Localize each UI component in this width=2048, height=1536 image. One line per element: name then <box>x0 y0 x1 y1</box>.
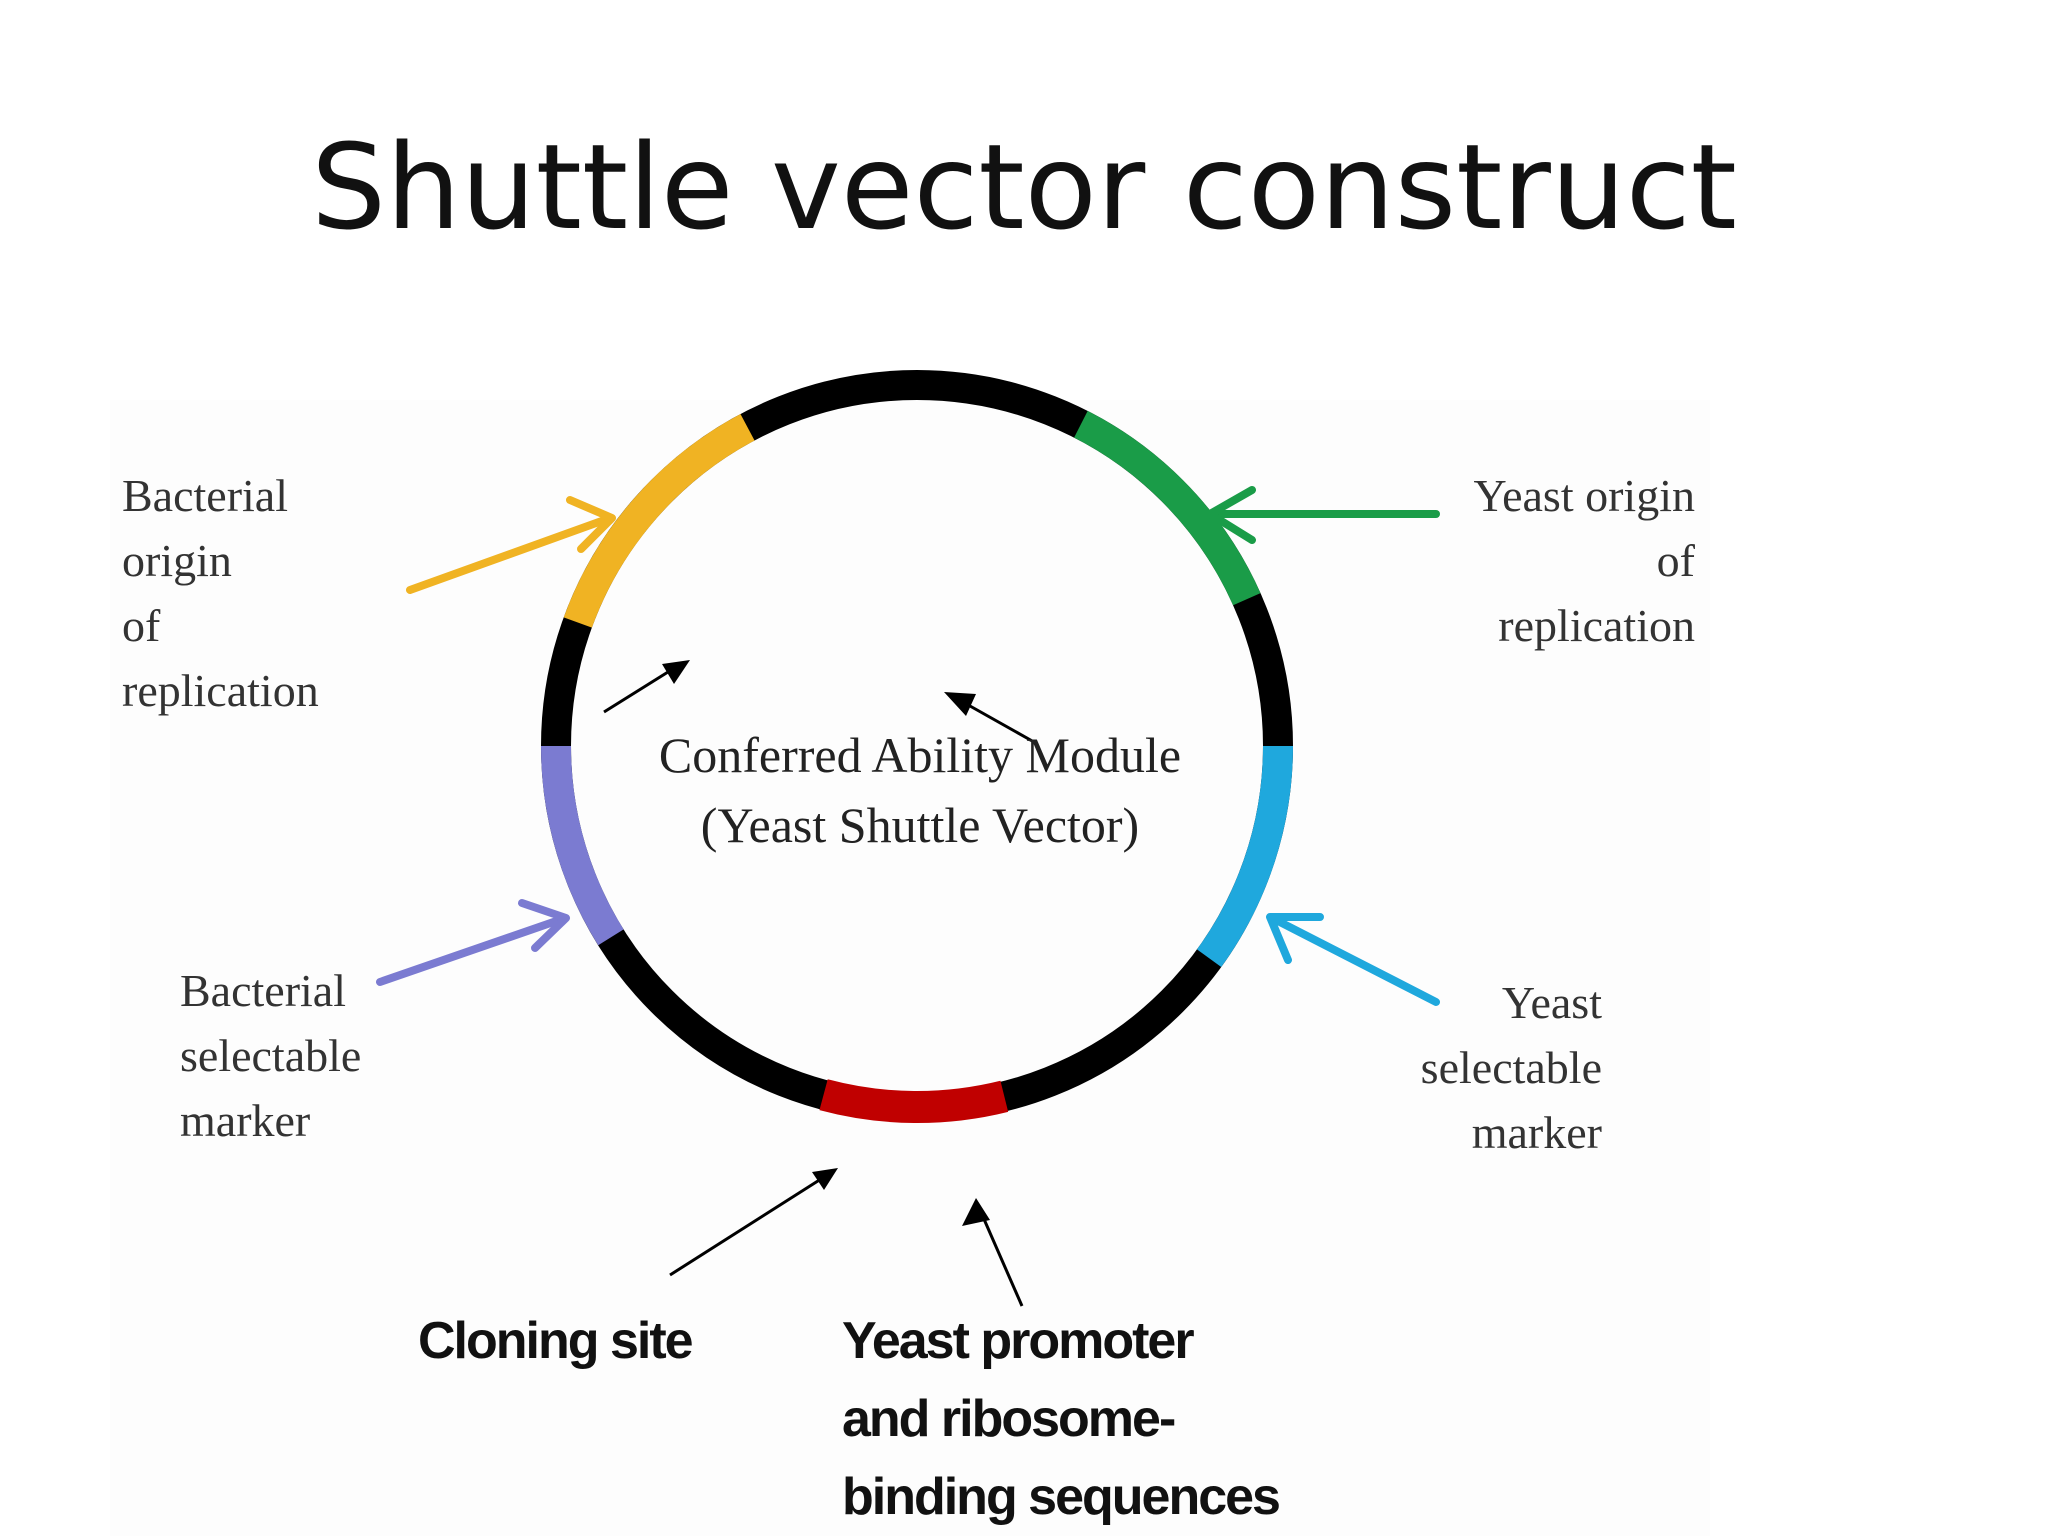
bacterial-origin-arrow <box>406 496 616 594</box>
inner-left-arrowhead <box>662 660 690 684</box>
cloning-site-label: Cloning site <box>418 1312 694 1370</box>
cloning-site-segment <box>819 1079 1009 1123</box>
yeast-marker-arrow <box>1266 913 1440 1006</box>
yeast-origin-segment <box>1074 410 1261 606</box>
cloning-site-arrow <box>669 1170 834 1277</box>
cloning-site-arrowhead <box>812 1168 838 1190</box>
inner-left-arrow <box>603 670 669 714</box>
slide-title: Shuttle vector construct <box>311 118 1737 256</box>
inner-center-arrow <box>969 704 1035 744</box>
center-label-line2: (Yeast Shuttle Vector) <box>700 797 1140 853</box>
yeast-marker-label: Yeast selectable marker <box>1420 977 1602 1158</box>
inner-center-arrowhead <box>944 692 976 716</box>
promoter-arrowhead <box>962 1198 990 1226</box>
yeast-origin-arrow <box>1206 486 1440 544</box>
center-label-line1: Conferred Ability Module <box>658 727 1182 783</box>
yeast-marker-segment <box>1196 745 1293 968</box>
bacterial-origin-segment <box>563 414 755 628</box>
bacterial-marker-label: Bacterial selectable marker <box>180 965 362 1146</box>
figure-panel <box>110 400 1710 1536</box>
yeast-promoter-label: Yeast promoter and ribosome- binding seq… <box>842 1312 1281 1526</box>
bacterial-marker-segment <box>541 745 624 946</box>
bacterial-marker-arrow <box>376 899 570 986</box>
bacterial-origin-label: Bacterial origin of replication <box>122 470 319 716</box>
promoter-arrow <box>978 1209 1024 1307</box>
yeast-origin-label: Yeast origin of replication <box>1473 470 1695 651</box>
